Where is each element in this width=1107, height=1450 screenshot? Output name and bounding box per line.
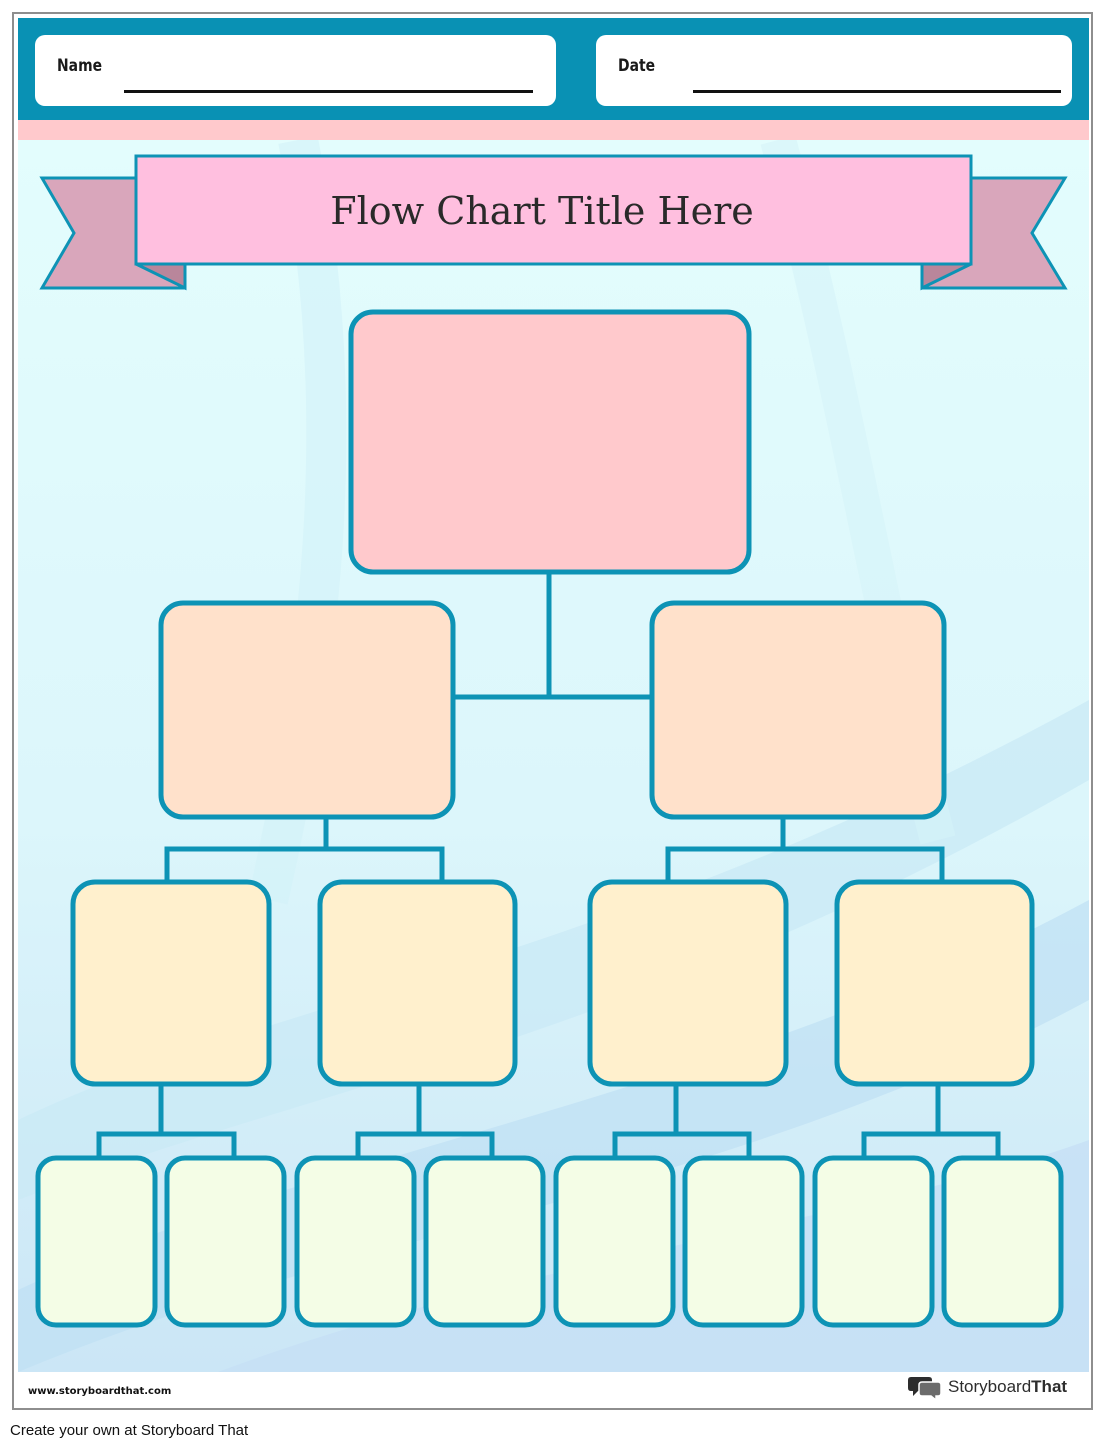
footer-url[interactable]: www.storyboardthat.com <box>28 1386 172 1397</box>
flow-box-level3[interactable] <box>587 879 789 1087</box>
title-ribbon: Flow Chart Title Here <box>39 154 1068 291</box>
pink-strip <box>18 120 1089 140</box>
name-label: Name <box>57 56 103 76</box>
flow-box-level4[interactable] <box>423 1155 546 1328</box>
brand-bold: That <box>1031 1377 1068 1396</box>
speech-bubbles-icon <box>908 1377 942 1400</box>
flow-box-level4[interactable] <box>35 1155 158 1328</box>
ribbon-front <box>134 154 973 266</box>
create-your-own-link[interactable]: Create your own at Storyboard That <box>10 1422 249 1439</box>
flow-box-level4[interactable] <box>812 1155 935 1328</box>
flow-box-level4[interactable] <box>164 1155 287 1328</box>
name-line[interactable] <box>124 90 533 93</box>
flow-box-level2[interactable] <box>649 600 947 820</box>
connectors <box>96 572 1001 1158</box>
flow-box-level4[interactable] <box>941 1155 1064 1328</box>
connector-l3b-bar <box>355 1131 495 1158</box>
date-line[interactable] <box>693 90 1061 93</box>
connector-l2a-bar <box>164 846 445 882</box>
brand-text: StoryboardThat <box>948 1377 1067 1397</box>
flow-box-level4[interactable] <box>682 1155 805 1328</box>
name-field[interactable]: Name <box>35 35 556 106</box>
date-label: Date <box>618 56 656 76</box>
flow-box-level2[interactable] <box>158 600 456 820</box>
flow-box-level4[interactable] <box>294 1155 417 1328</box>
date-field[interactable]: Date <box>596 35 1072 106</box>
flow-box-level4[interactable] <box>553 1155 676 1328</box>
connector-l2b-bar <box>665 846 945 882</box>
flow-box-level3[interactable] <box>834 879 1035 1087</box>
flow-box-level1[interactable] <box>348 309 752 575</box>
flow-box-level3[interactable] <box>317 879 518 1087</box>
connector-l3a-bar <box>96 1131 237 1158</box>
brand-light: Storyboard <box>948 1377 1032 1396</box>
connector-l3d-bar <box>861 1131 1001 1158</box>
connector-l3c-bar <box>612 1131 752 1158</box>
chart-title[interactable]: Flow Chart Title Here <box>330 189 754 233</box>
storyboardthat-logo[interactable]: StoryboardThat <box>908 1374 1067 1400</box>
flow-box-level3[interactable] <box>70 879 272 1087</box>
wave-band-1 <box>18 700 1089 1200</box>
